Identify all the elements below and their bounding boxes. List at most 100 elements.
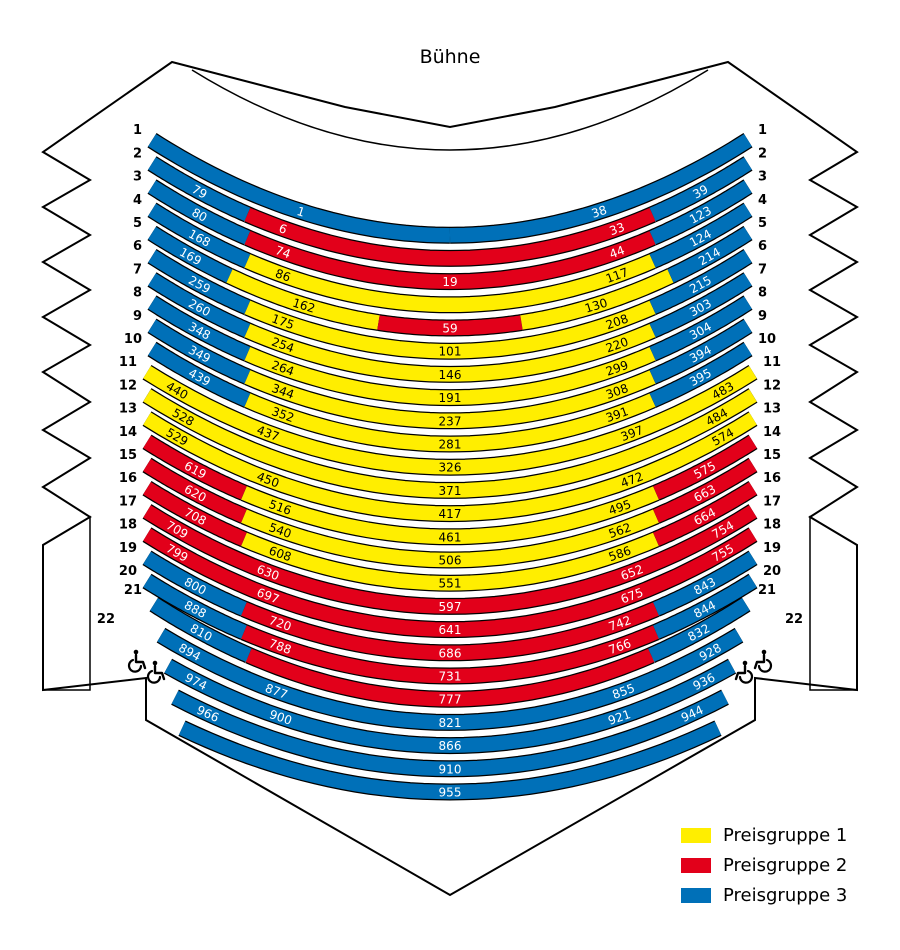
row-number-label: 10 [124, 332, 142, 347]
seat-band-pg3[interactable] [653, 574, 757, 639]
row-number-label: 6 [758, 239, 767, 254]
row-number-label: 2 [133, 146, 142, 161]
wheelchair-icon [146, 660, 166, 684]
seat-band-pg2[interactable] [244, 207, 656, 266]
seat-band-pg2[interactable] [244, 231, 656, 289]
row-number-label: 22 [97, 612, 115, 627]
seat-number: 191 [439, 391, 462, 405]
seat-band-pg2[interactable] [143, 482, 247, 546]
seat-band-pg2[interactable] [241, 602, 659, 661]
seat-band-pg3[interactable] [150, 598, 252, 662]
seat-band-pg2[interactable] [653, 482, 757, 546]
seat-band-pg3[interactable] [148, 203, 251, 268]
seat-band-pg1[interactable] [143, 389, 757, 498]
seat-band-pg3[interactable] [649, 273, 752, 338]
row-number-label: 11 [119, 355, 137, 370]
row-number-label: 17 [763, 494, 781, 509]
seat-band-pg3[interactable] [653, 551, 757, 616]
seat-band-pg1[interactable] [244, 323, 656, 382]
seat-number: 417 [439, 507, 462, 521]
seat-number: 866 [439, 739, 462, 753]
seat-band-pg2[interactable] [653, 458, 757, 523]
seat-band-pg1[interactable] [143, 366, 757, 475]
row-number-label: 8 [133, 286, 142, 301]
seat-band-pg3[interactable] [164, 659, 736, 753]
seat-band-pg1[interactable] [226, 269, 380, 330]
seat-band-pg3[interactable] [649, 180, 752, 245]
seat-band-pg3[interactable] [148, 250, 251, 314]
seat-band-pg3[interactable] [148, 226, 233, 283]
seat-number: 731 [439, 670, 462, 684]
seat-number: 461 [439, 530, 462, 544]
seat-band-pg3[interactable] [667, 226, 752, 283]
seat-band-pg1[interactable] [241, 486, 659, 545]
seat-band-pg1[interactable] [244, 300, 656, 359]
seat-band-pg2[interactable] [245, 648, 655, 707]
seat-band-pg1[interactable] [520, 269, 674, 330]
row-number-label: 9 [758, 309, 767, 324]
seat-band-pg3[interactable] [148, 296, 251, 361]
seat-band-pg2[interactable] [143, 458, 247, 523]
row-number-label: 7 [133, 262, 142, 277]
seat-band-pg3[interactable] [649, 342, 752, 407]
row-number-label: 9 [133, 309, 142, 324]
seat-band-pg1[interactable] [143, 412, 757, 521]
seat-band-pg3[interactable] [648, 598, 750, 662]
seat-band-pg2[interactable] [143, 505, 757, 614]
seat-number: 910 [439, 762, 462, 776]
seat-band-pg3[interactable] [143, 551, 247, 616]
seat-number: 371 [439, 484, 462, 498]
seat-band-pg1[interactable] [244, 370, 656, 429]
seat-band-pg2[interactable] [653, 435, 757, 500]
seat-band-pg1[interactable] [244, 254, 656, 313]
seat-number: 44 [608, 243, 627, 261]
seat-number: 1 [295, 204, 307, 220]
seat-band-pg1[interactable] [244, 347, 656, 405]
seat-number: 146 [439, 368, 462, 382]
seat-band-pg3[interactable] [649, 250, 752, 314]
seat-number: 79 [189, 182, 209, 202]
seat-band-pg3[interactable] [649, 296, 752, 361]
seat-band-pg1[interactable] [241, 509, 659, 568]
seat-band-pg3[interactable] [157, 628, 743, 730]
seat-band-pg3[interactable] [171, 690, 729, 777]
seat-band-pg2[interactable] [241, 625, 659, 684]
wheelchair-icon [753, 649, 773, 673]
seat-band-pg3[interactable] [649, 319, 752, 384]
seat-band-pg1[interactable] [241, 532, 659, 591]
row-number-label: 16 [763, 471, 781, 486]
row-number-label: 3 [133, 170, 142, 185]
row-number-label: 20 [119, 564, 137, 579]
seat-band-pg3[interactable] [143, 574, 247, 639]
seat-band-pg3[interactable] [148, 157, 251, 222]
seat-band-pg2[interactable] [143, 435, 247, 500]
seat-number: 821 [439, 716, 462, 730]
seat-band-pg3[interactable] [449, 134, 752, 243]
row-number-label: 2 [758, 146, 767, 161]
seat-band-pg3[interactable] [148, 342, 251, 407]
seat-band-pg3[interactable] [148, 273, 251, 338]
seat-band-pg3[interactable] [178, 721, 722, 800]
seat-band-pg3[interactable] [148, 180, 251, 245]
wheelchair-icon [127, 649, 147, 673]
side-box [809, 515, 858, 691]
seat-band-pg3[interactable] [148, 134, 451, 243]
legend-item-pg2: Preisgruppe 2 [681, 850, 847, 880]
seat-band-pg2[interactable] [143, 528, 757, 637]
side-box [42, 515, 91, 691]
seat-band-pg3[interactable] [649, 203, 752, 268]
seat-band-pg3[interactable] [148, 319, 251, 384]
row-number-label: 20 [763, 564, 781, 579]
seat-band-pg3[interactable] [649, 157, 752, 222]
seat-band-pg1[interactable] [244, 393, 656, 452]
seat-band-pg2[interactable] [377, 315, 523, 336]
row-number-label: 7 [758, 262, 767, 277]
